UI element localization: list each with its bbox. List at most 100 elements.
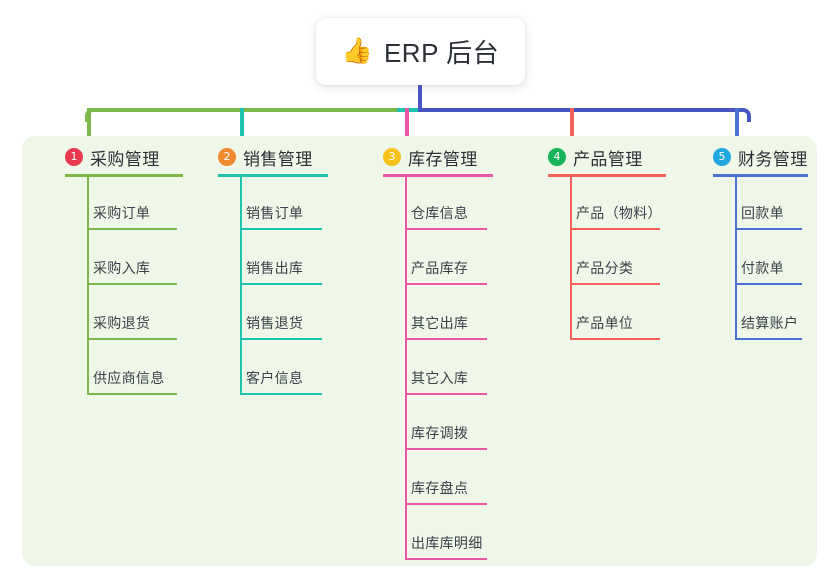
- leaf-item-label: 出库库明细: [411, 535, 483, 551]
- leaf-item-label: 供应商信息: [93, 370, 165, 386]
- leaf-item-underline: [240, 283, 322, 285]
- leaf-item-label: 采购退货: [93, 315, 151, 331]
- leaf-item-label: 回款单: [741, 205, 784, 221]
- leaf-item[interactable]: 供应商信息: [87, 365, 177, 395]
- leaf-item[interactable]: 结算账户: [735, 310, 802, 340]
- leaf-item-underline: [405, 283, 487, 285]
- leaf-item-label: 销售出库: [246, 260, 304, 276]
- thumbs-up-icon: 👍: [341, 37, 373, 65]
- leaf-item[interactable]: 付款单: [735, 255, 802, 285]
- leaf-item-underline: [405, 228, 487, 230]
- bar-blue: [418, 108, 739, 112]
- leaf-item-label: 客户信息: [246, 370, 304, 386]
- root-stem-connector: [418, 85, 422, 110]
- branch-header-5[interactable]: 5 财务管理: [713, 144, 808, 170]
- leaf-item-label: 产品（物料）: [576, 205, 662, 221]
- leaf-item[interactable]: 其它出库: [405, 310, 487, 340]
- branch-underline-5: [713, 174, 808, 177]
- branch-spine-5: [735, 177, 737, 340]
- branch-header-2[interactable]: 2 销售管理: [218, 144, 313, 170]
- leaf-item-label: 库存调拨: [411, 425, 469, 441]
- leaf-item[interactable]: 销售退货: [240, 310, 322, 340]
- branch-spine-4: [570, 177, 572, 340]
- leaf-item[interactable]: 产品（物料）: [570, 200, 662, 230]
- branch-title-2: 销售管理: [243, 149, 313, 169]
- root-node-content: 👍 ERP 后台: [342, 33, 499, 70]
- leaf-item-label: 产品单位: [576, 315, 634, 331]
- leaf-item[interactable]: 产品库存: [405, 255, 487, 285]
- leaf-item[interactable]: 其它入库: [405, 365, 487, 395]
- branch-badge-4: 4: [548, 148, 566, 166]
- leaf-item-underline: [240, 228, 322, 230]
- leaf-item[interactable]: 采购订单: [87, 200, 177, 230]
- leaf-item[interactable]: 仓库信息: [405, 200, 487, 230]
- leaf-item-underline: [405, 393, 487, 395]
- branch-badge-5: 5: [713, 148, 731, 166]
- leaf-item-underline: [240, 338, 322, 340]
- branch-underline-3: [383, 174, 493, 177]
- leaf-item[interactable]: 出库库明细: [405, 530, 487, 560]
- leaf-item[interactable]: 产品单位: [570, 310, 660, 340]
- leaf-item-label: 销售退货: [246, 315, 304, 331]
- leaf-item-label: 采购订单: [93, 205, 151, 221]
- leaf-item-label: 产品分类: [576, 260, 634, 276]
- branch-badge-3: 3: [383, 148, 401, 166]
- leaf-item[interactable]: 采购退货: [87, 310, 177, 340]
- leaf-item-underline: [735, 283, 802, 285]
- leaf-item-underline: [570, 228, 660, 230]
- leaf-item-underline: [735, 228, 802, 230]
- branch-panel: 1 采购管理采购订单采购入库采购退货供应商信息 2 销售管理销售订单销售出库销售退货客…: [22, 136, 817, 566]
- drop-inventory: [405, 108, 409, 136]
- branch-header-1[interactable]: 1 采购管理: [65, 144, 160, 170]
- leaf-item[interactable]: 回款单: [735, 200, 802, 230]
- leaf-item[interactable]: 库存盘点: [405, 475, 487, 505]
- leaf-item-underline: [87, 228, 177, 230]
- leaf-item-underline: [405, 338, 487, 340]
- branch-underline-1: [65, 174, 183, 177]
- branch-badge-1: 1: [65, 148, 83, 166]
- leaf-item-label: 销售订单: [246, 205, 304, 221]
- drop-finance: [735, 108, 739, 136]
- leaf-item-label: 产品库存: [411, 260, 469, 276]
- branch-title-5: 财务管理: [738, 149, 808, 169]
- leaf-item[interactable]: 销售出库: [240, 255, 322, 285]
- branch-underline-4: [548, 174, 666, 177]
- drop-purchase: [87, 108, 91, 136]
- leaf-item-underline: [405, 558, 487, 560]
- leaf-item-underline: [405, 448, 487, 450]
- leaf-item-underline: [570, 338, 660, 340]
- leaf-item[interactable]: 采购入库: [87, 255, 177, 285]
- leaf-item-underline: [240, 393, 322, 395]
- leaf-item-label: 库存盘点: [411, 480, 469, 496]
- branch-spine-1: [87, 177, 89, 395]
- bar-green: [89, 108, 399, 112]
- connector-corner-right: [737, 108, 751, 122]
- branch-title-1: 采购管理: [90, 149, 160, 169]
- root-node[interactable]: 👍 ERP 后台: [316, 18, 525, 85]
- leaf-item[interactable]: 客户信息: [240, 365, 322, 395]
- drop-sales: [240, 108, 244, 136]
- branch-badge-2: 2: [218, 148, 236, 166]
- branch-underline-2: [218, 174, 328, 177]
- leaf-item-label: 仓库信息: [411, 205, 469, 221]
- leaf-item[interactable]: 产品分类: [570, 255, 660, 285]
- root-node-title: ERP 后台: [383, 38, 500, 68]
- leaf-item[interactable]: 销售订单: [240, 200, 322, 230]
- leaf-item-label: 采购入库: [93, 260, 151, 276]
- branch-header-4[interactable]: 4 产品管理: [548, 144, 643, 170]
- leaf-item-underline: [570, 283, 660, 285]
- leaf-item-label: 付款单: [741, 260, 784, 276]
- leaf-item-underline: [405, 503, 487, 505]
- leaf-item[interactable]: 库存调拨: [405, 420, 487, 450]
- leaf-item-label: 其它入库: [411, 370, 469, 386]
- leaf-item-underline: [87, 393, 177, 395]
- branch-title-4: 产品管理: [573, 149, 643, 169]
- leaf-item-underline: [87, 283, 177, 285]
- leaf-item-underline: [735, 338, 802, 340]
- branch-spine-3: [405, 177, 407, 560]
- drop-product: [570, 108, 574, 136]
- leaf-item-label: 结算账户: [741, 315, 799, 331]
- branch-spine-2: [240, 177, 242, 395]
